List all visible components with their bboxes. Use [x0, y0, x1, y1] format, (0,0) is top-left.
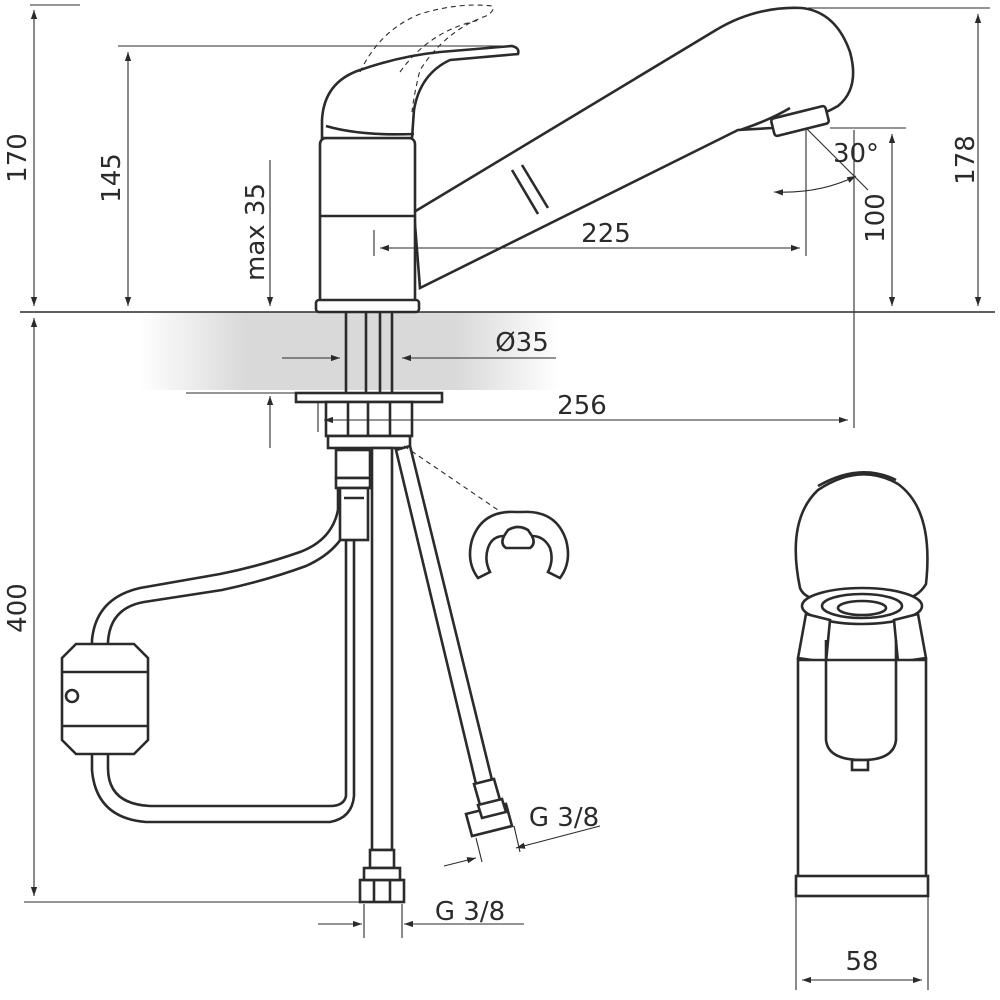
side-base: [794, 874, 930, 898]
side-spray-head: [794, 473, 929, 602]
dim-hole-diameter: Ø35: [495, 328, 549, 358]
mounting-plate: [294, 391, 444, 404]
retaining-clip: [403, 445, 570, 580]
faucet-front-view: [314, 4, 855, 314]
dim-side-width: 58: [845, 947, 878, 977]
dim-thread-angled: G 3/8: [529, 803, 599, 833]
spray-head-tip: [769, 104, 831, 138]
dim-head-height: 100: [861, 193, 891, 243]
pullout-hose: [90, 448, 356, 824]
faucet-side-view: [794, 471, 930, 898]
dimension-lines: [24, 4, 990, 990]
dim-hose-length: 400: [3, 583, 33, 633]
supply-hose-vertical: [370, 446, 394, 852]
supply-nut-vertical: [358, 878, 406, 904]
dim-total-height: 178: [951, 135, 981, 185]
dim-reach-to-head: 225: [581, 219, 631, 249]
dim-max-counter: max 35: [241, 183, 271, 281]
dim-spout-reach: 256: [557, 391, 607, 421]
dim-thread-vertical: G 3/8: [435, 897, 505, 927]
hoses: [60, 444, 514, 904]
supply-hose-angled: [394, 444, 494, 786]
dim-spray-angle: 30°: [833, 139, 879, 169]
countertop-shade: [140, 312, 560, 390]
lever-handle: [320, 44, 520, 140]
faucet-body: [318, 136, 417, 310]
dim-overall-height: 170: [3, 133, 33, 183]
dim-lever-height: 145: [97, 153, 127, 203]
